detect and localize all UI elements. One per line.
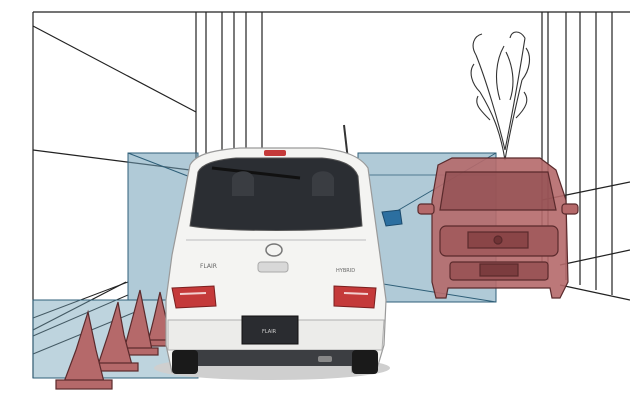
main-car bbox=[154, 125, 402, 380]
grade-emblem: HYBRID bbox=[336, 268, 355, 274]
car-rear-badge: FLAIR bbox=[200, 263, 217, 270]
potted-plant bbox=[471, 32, 529, 160]
license-plate-text: FLAIR bbox=[262, 329, 277, 335]
obstacle-car bbox=[418, 158, 578, 298]
